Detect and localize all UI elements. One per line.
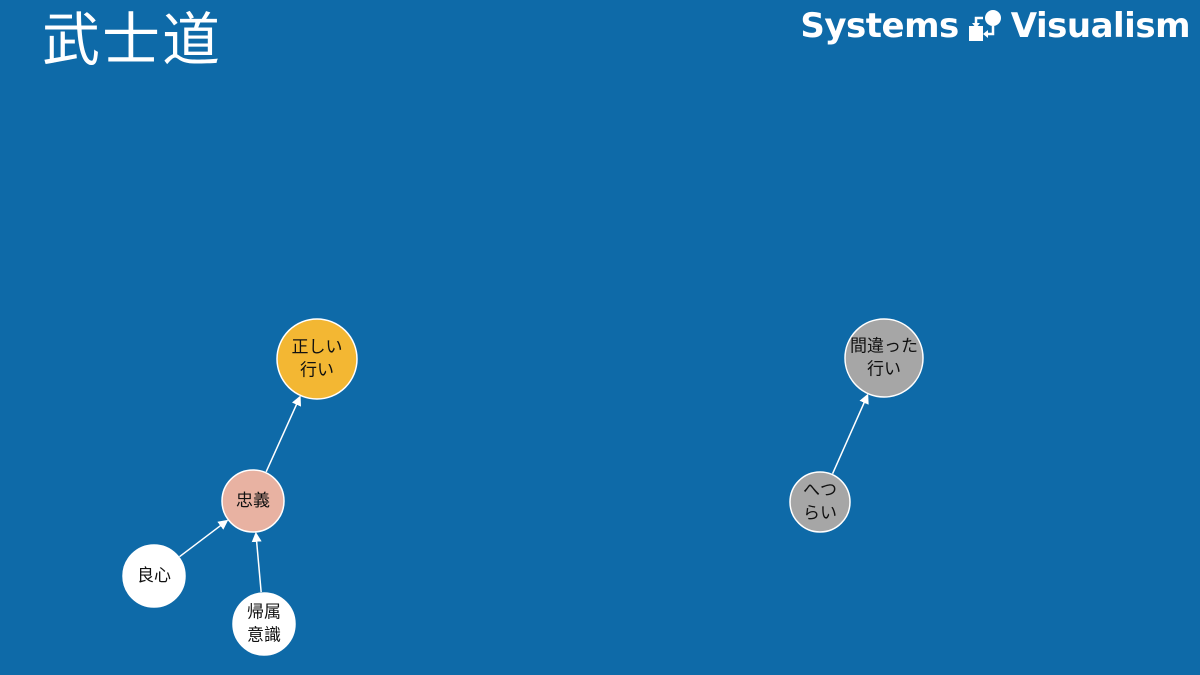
node-circle-hetsurai[interactable]	[789, 471, 851, 533]
edge-chugi-to-tadashii	[265, 395, 302, 473]
node-label-ryoshin-0: 良心	[137, 566, 171, 586]
node-label-hetsurai-0: へつ	[803, 481, 837, 501]
systems-visualism-logo-icon	[968, 9, 1002, 43]
node-label-machigatta-1: 行い	[867, 360, 901, 380]
node-circle-machigatta[interactable]	[844, 318, 924, 398]
node-circle-ryoshin[interactable]	[122, 544, 186, 608]
edge-ryoshin-to-chugi	[179, 519, 229, 558]
node-circle-tadashii[interactable]	[276, 318, 358, 400]
edge-kizoku-to-chugi	[251, 531, 262, 593]
node-label-kizoku-1: 意識	[247, 626, 281, 646]
node-label-kizoku-0: 帰属	[247, 603, 281, 623]
node-label-hetsurai-1: らい	[803, 504, 837, 524]
slide-title: 武士道	[42, 6, 223, 74]
node-label-machigatta-0: 間違った	[850, 337, 918, 357]
node-chugi[interactable]: 忠義	[221, 469, 285, 533]
node-circle-chugi[interactable]	[221, 469, 285, 533]
brand-logo: Systems Visualism	[800, 6, 1190, 46]
edge-hetsurai-to-machigatta	[831, 393, 869, 474]
logo-text-systems: Systems	[800, 6, 959, 46]
node-label-tadashii-0: 正しい	[292, 338, 343, 358]
node-circle-kizoku[interactable]	[232, 592, 296, 656]
node-ryoshin[interactable]: 良心	[122, 544, 186, 608]
logo-text-visualism: Visualism	[1010, 6, 1191, 46]
edges	[179, 393, 869, 593]
node-label-chugi-0: 忠義	[236, 491, 270, 511]
node-label-tadashii-1: 行い	[300, 361, 334, 381]
